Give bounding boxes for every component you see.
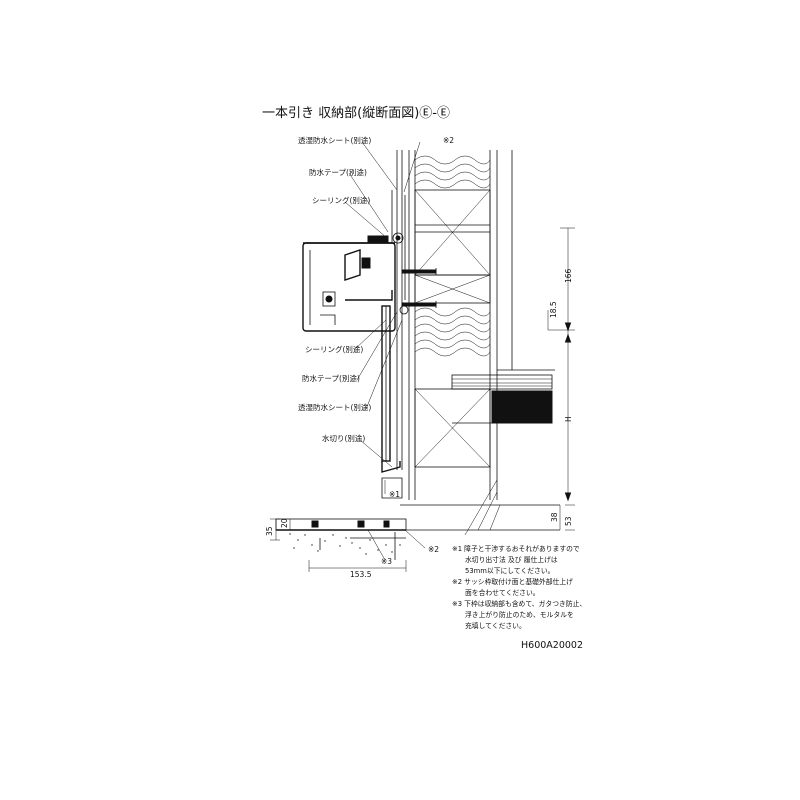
dim-153-5: 153.5 [350,570,372,579]
dim-h: H [564,416,573,422]
notes: ※1 障子と干渉するおそれがありますので 水切り出寸法 及び 履仕上げは 53m… [452,544,586,630]
note-line: ※1 障子と干渉するおそれがありますので [452,544,580,553]
label-upper-sheet: 透湿防水シート(別途) [298,135,371,145]
dim-53: 53 [564,516,573,526]
drawing-code: H600A20002 [521,640,583,651]
leader-lines [344,141,426,561]
marker-3: ※3 [381,557,392,566]
dim-18-5: 18.5 [549,301,558,318]
dim-38: 38 [550,512,559,522]
note-line: 水切り出寸法 及び 履仕上げは [465,555,558,564]
dim-35: 35 [265,526,274,536]
wall-structure [276,150,560,536]
window-frame [302,190,409,499]
marker-2-top: ※2 [443,136,454,145]
note-line: ※3 下枠は収納部も含めて、ガタつき防止、 [452,599,586,608]
dim-20: 20 [280,518,289,528]
drawing-title: 一本引き 収納部(縦断面図)Ⓔ-Ⓔ [262,106,450,121]
marker-2-bottom: ※2 [428,545,439,554]
mortar-fill [289,533,401,555]
note-line: 浮き上がり防止のため、モルタルを [465,610,574,619]
note-line: ※2 サッシ枠取付け面と基礎外部仕上げ [452,577,573,586]
note-line: 面を合わせてください。 [465,588,540,597]
note-line: 充填してください。 [465,621,526,630]
dim-166: 166 [564,268,573,283]
dimension-lines [270,227,575,572]
note-line: 53mm以下にしてください。 [465,567,554,575]
marker-1: ※1 [389,490,400,499]
label-lower-sealing: シーリング(別途) [305,344,363,354]
label-lower-sheet: 透湿防水シート(別途) [298,402,371,412]
label-lower-tape: 防水テープ(別途) [302,373,360,383]
label-upper-sealing: シーリング(別途) [312,195,370,205]
label-upper-tape: 防水テープ(別途) [309,167,367,177]
sill-section [275,518,407,560]
label-drip: 水切り(別途) [322,433,365,443]
